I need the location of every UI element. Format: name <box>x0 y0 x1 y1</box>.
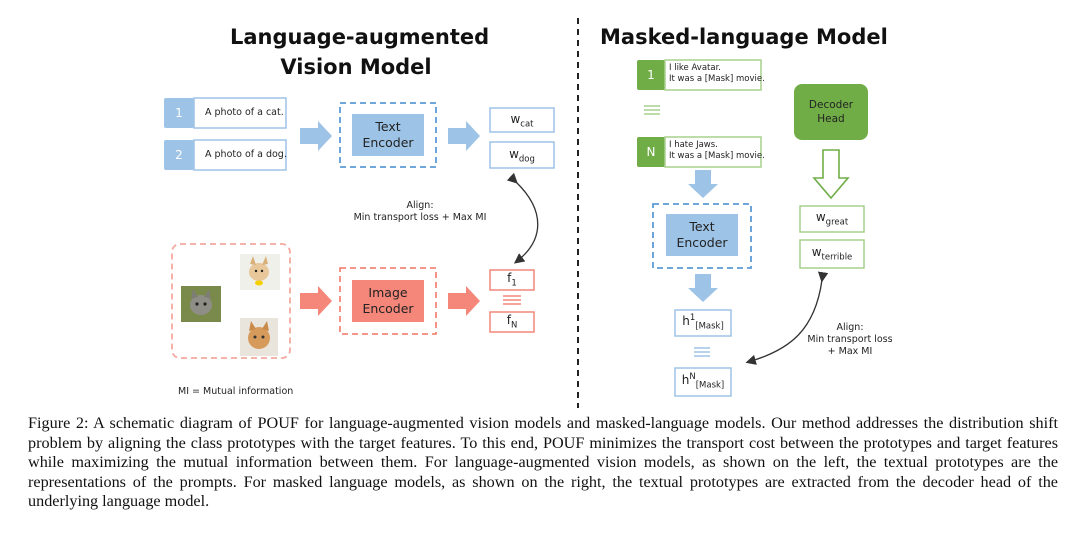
diagram-canvas <box>164 18 868 408</box>
prompt-num-2: 2 <box>175 148 183 162</box>
f1-box <box>489 269 535 291</box>
arrow-images-to-encoder <box>300 286 332 316</box>
image-encoder-label-2: Encoder <box>362 301 414 316</box>
left-title-line2: Vision Model <box>280 55 432 79</box>
image-encoder-block <box>352 280 424 322</box>
align-arrow-right <box>745 271 829 365</box>
align-label-right-3: + Max MI <box>827 346 873 357</box>
h1-label: h1[Mask] <box>682 313 724 332</box>
mi-note: MI = Mutual information <box>178 386 294 397</box>
mlm-prompt-box-1 <box>637 59 762 91</box>
image-encoder-dashed-frame <box>339 267 437 335</box>
image-group-frame <box>171 243 291 359</box>
prompt-box-2 <box>164 139 287 171</box>
ellipsis-lines-prompts <box>644 105 660 115</box>
arrow-encoder-to-f <box>448 286 480 316</box>
w-dog-box <box>489 141 555 169</box>
decoder-head-block <box>794 84 868 140</box>
prompt-text-2: A photo of a dog. <box>205 149 287 160</box>
arrow-encoder-to-h <box>688 274 718 302</box>
w-cat-label: wcat <box>510 112 534 130</box>
arrow-encoder-to-w <box>448 121 480 151</box>
fN-label: fN <box>506 313 518 331</box>
prompt-text-1: A photo of a cat. <box>205 107 284 118</box>
w-cat-box <box>489 107 555 133</box>
text-encoder-label-1: Text <box>375 119 401 134</box>
align-label-right-2: Min transport loss <box>807 334 893 345</box>
text-encoder-block <box>352 114 424 156</box>
arrow-decoder-to-w <box>812 149 850 200</box>
figure-caption: Figure 2: A schematic diagram of POUF fo… <box>28 414 1058 511</box>
ellipsis-lines-f <box>503 295 521 305</box>
mlm-prompt-text-N: I hate Jaws.It was a [Mask] movie. <box>669 140 765 161</box>
w-great-box <box>799 205 865 233</box>
dog-image <box>240 254 280 290</box>
align-arrow-left <box>506 172 539 264</box>
mlm-text-encoder-label-2: Encoder <box>676 235 728 250</box>
fN-box <box>489 311 535 333</box>
h1-box <box>674 309 732 337</box>
align-label-right-1: Align: <box>836 322 864 333</box>
mlm-text-encoder-block <box>666 214 738 256</box>
w-great-label: wgreat <box>815 210 849 228</box>
hN-box <box>674 367 732 397</box>
align-label-left-2: Min transport loss + Max MI <box>353 212 487 223</box>
cat-image-2 <box>240 318 278 356</box>
prompt-box-1 <box>164 97 287 129</box>
left-title-line1: Language-augmented <box>230 25 490 49</box>
image-encoder-label-1: Image <box>368 285 408 300</box>
ellipsis-lines-h <box>694 347 710 357</box>
align-label-left-1: Align: <box>406 200 434 211</box>
w-terrible-label: wterrible <box>811 245 853 263</box>
arrow-prompts-to-encoder <box>300 121 332 151</box>
mlm-prompt-text-1: I like Avatar.It was a [Mask] movie. <box>669 63 765 84</box>
f1-label: f1 <box>507 271 517 289</box>
mlm-prompt-num-1: 1 <box>647 68 655 82</box>
mlm-text-encoder-frame <box>652 203 752 269</box>
mlm-prompt-num-N: N <box>646 145 656 159</box>
w-terrible-box <box>799 239 865 269</box>
prompt-num-1: 1 <box>175 106 183 120</box>
mlm-prompt-box-N <box>637 136 762 168</box>
right-title: Masked-language Model <box>600 25 888 49</box>
mlm-text-encoder-label-1: Text <box>689 219 715 234</box>
arrow-prompts-to-mlm-encoder <box>688 170 718 198</box>
hN-label: hN[Mask] <box>681 372 725 391</box>
text-encoder-label-2: Encoder <box>362 135 414 150</box>
cat-image-1 <box>181 286 221 322</box>
w-dog-label: wdog <box>509 147 535 165</box>
